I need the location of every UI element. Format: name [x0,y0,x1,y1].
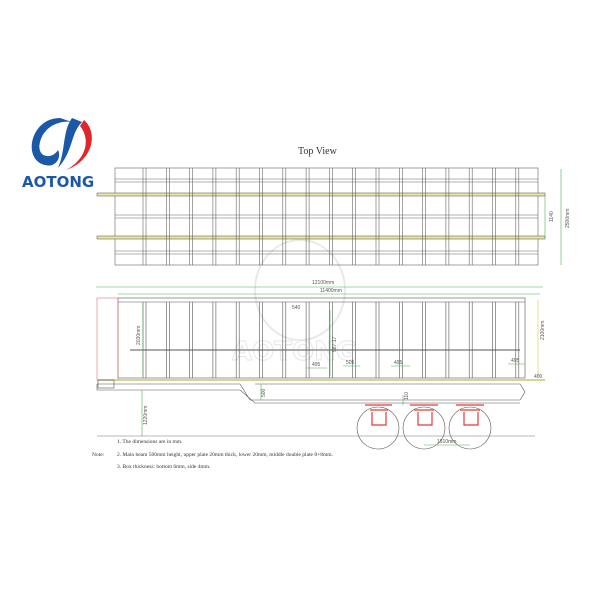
top-view-title: Top View [298,146,338,157]
watermark: AOTONG [232,239,358,368]
top-view-dimensions: 2500mm 1140 [544,169,571,265]
side-view-dimensions [96,286,543,446]
aotong-logo: AOTONG [22,118,94,191]
note-1: 1. The dimensions are in mm. [117,439,183,445]
svg-text:587.17: 587.17 [332,336,338,352]
svg-text:400: 400 [534,374,543,380]
svg-text:540: 540 [292,305,301,311]
note-label: Note: [92,452,105,458]
side-view-labels: 12100mm 11400mm 2030mm 2100mm 540 587.17… [136,280,546,445]
svg-text:495: 495 [511,358,520,364]
svg-text:1510mm: 1510mm [437,439,456,445]
svg-text:11400mm: 11400mm [320,288,342,294]
svg-text:2100mm: 2100mm [540,321,546,340]
svg-text:2030mm: 2030mm [136,326,142,345]
note-3: 3. Box thickness: bottom 6mm, side 4mm. [117,464,211,470]
svg-text:1220mm: 1220mm [143,406,149,425]
note-2: 2. Main beam 500mm height, upper plate 2… [117,452,334,458]
dim-beam-spacing: 1140 [549,211,555,222]
notes: Note: 1. The dimensions are in mm. 2. Ma… [92,439,334,470]
svg-text:AOTONG: AOTONG [232,337,357,367]
dim-width: 2500mm [565,209,571,228]
svg-text:110: 110 [404,392,410,400]
wheels [356,406,492,450]
svg-text:12100mm: 12100mm [312,280,334,286]
svg-text:505: 505 [346,360,355,366]
suspension [365,404,484,426]
side-view [96,297,545,450]
svg-text:495: 495 [312,362,321,368]
logo-text: AOTONG [22,173,94,191]
top-view [96,167,546,266]
svg-text:500: 500 [261,388,267,397]
svg-text:495: 495 [394,360,403,366]
